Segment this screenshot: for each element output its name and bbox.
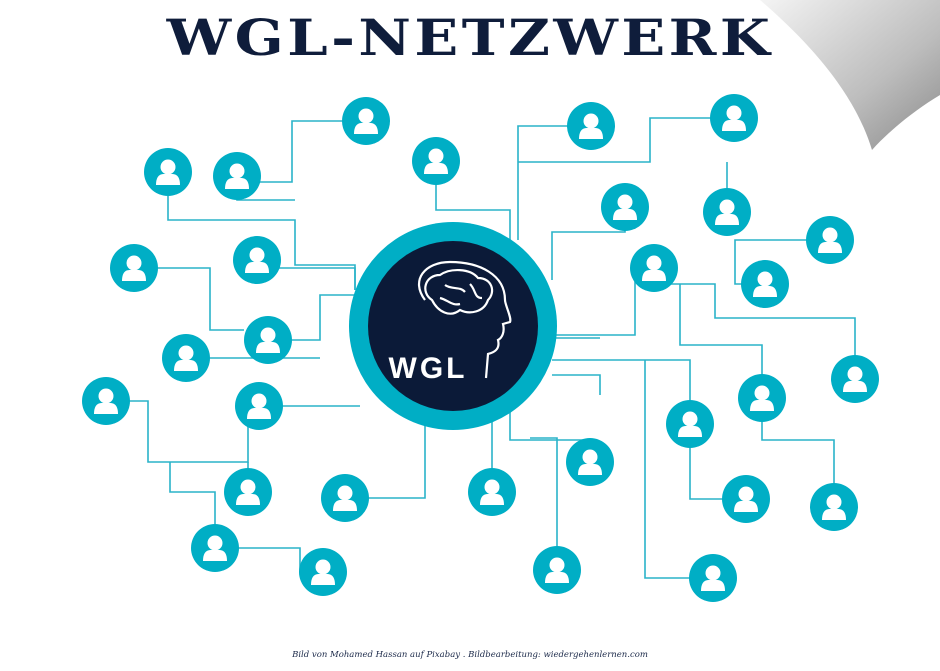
person-icon xyxy=(245,247,269,273)
person-node xyxy=(110,244,158,292)
person-icon xyxy=(480,479,504,505)
person-icon xyxy=(818,227,842,253)
center-hub: WGL xyxy=(349,222,557,430)
person-node xyxy=(630,244,678,292)
person-icon xyxy=(247,393,271,419)
connection-line xyxy=(530,437,558,570)
person-icon xyxy=(203,535,227,561)
connection-line xyxy=(215,547,301,572)
person-node xyxy=(82,377,130,425)
person-node xyxy=(806,216,854,264)
person-node xyxy=(224,468,272,516)
person-icon xyxy=(354,108,378,134)
person-node xyxy=(321,474,369,522)
connection-line xyxy=(435,161,511,245)
person-icon xyxy=(613,194,637,220)
person-node xyxy=(722,475,770,523)
connection-line xyxy=(518,117,734,163)
person-node xyxy=(831,355,879,403)
person-icon xyxy=(94,388,118,414)
person-node xyxy=(533,546,581,594)
person-node xyxy=(738,374,786,422)
person-icon xyxy=(722,105,746,131)
person-icon xyxy=(843,366,867,392)
connection-line xyxy=(268,294,355,341)
person-node xyxy=(566,438,614,486)
connection-line xyxy=(134,267,244,331)
person-node xyxy=(191,524,239,572)
person-node xyxy=(412,137,460,185)
person-node xyxy=(233,236,281,284)
person-icon xyxy=(701,565,725,591)
person-node xyxy=(144,148,192,196)
person-icon xyxy=(236,479,260,505)
person-icon xyxy=(333,485,357,511)
person-node xyxy=(601,183,649,231)
person-icon xyxy=(225,163,249,189)
person-node xyxy=(710,94,758,142)
person-icon xyxy=(734,486,758,512)
connection-line xyxy=(260,120,366,183)
connection-line xyxy=(517,125,591,240)
person-node xyxy=(244,316,292,364)
person-icon xyxy=(678,411,702,437)
person-icon xyxy=(579,113,603,139)
person-icon xyxy=(256,327,280,353)
person-icon xyxy=(750,385,774,411)
connection-line xyxy=(679,284,763,398)
person-node xyxy=(666,400,714,448)
connection-line xyxy=(654,283,856,379)
brain-head-icon xyxy=(418,260,512,379)
person-icon xyxy=(156,159,180,185)
person-node xyxy=(299,548,347,596)
person-node xyxy=(567,102,615,150)
connection-line xyxy=(169,462,216,548)
person-icon xyxy=(753,271,777,297)
connection-line xyxy=(552,374,601,395)
person-icon xyxy=(122,255,146,281)
person-node xyxy=(810,483,858,531)
person-icon xyxy=(174,345,198,371)
person-icon xyxy=(715,199,739,225)
person-node xyxy=(703,188,751,236)
connection-line xyxy=(106,400,249,463)
page-curl xyxy=(760,0,940,150)
person-node xyxy=(468,468,516,516)
person-node xyxy=(741,260,789,308)
person-icon xyxy=(545,557,569,583)
page-title: WGL-NETZWERK xyxy=(166,8,774,67)
person-icon xyxy=(311,559,335,585)
person-node xyxy=(162,334,210,382)
person-node xyxy=(235,382,283,430)
person-icon xyxy=(822,494,846,520)
connection-line xyxy=(345,420,426,499)
logo-text: WGL xyxy=(389,352,468,385)
person-icon xyxy=(578,449,602,475)
image-credit: Bild von Mohamed Hassan auf Pixabay . Bi… xyxy=(292,650,648,660)
person-icon xyxy=(642,255,666,281)
person-node xyxy=(342,97,390,145)
person-node xyxy=(213,152,261,200)
person-node xyxy=(689,554,737,602)
person-icon xyxy=(424,148,448,174)
connection-line xyxy=(644,360,713,579)
